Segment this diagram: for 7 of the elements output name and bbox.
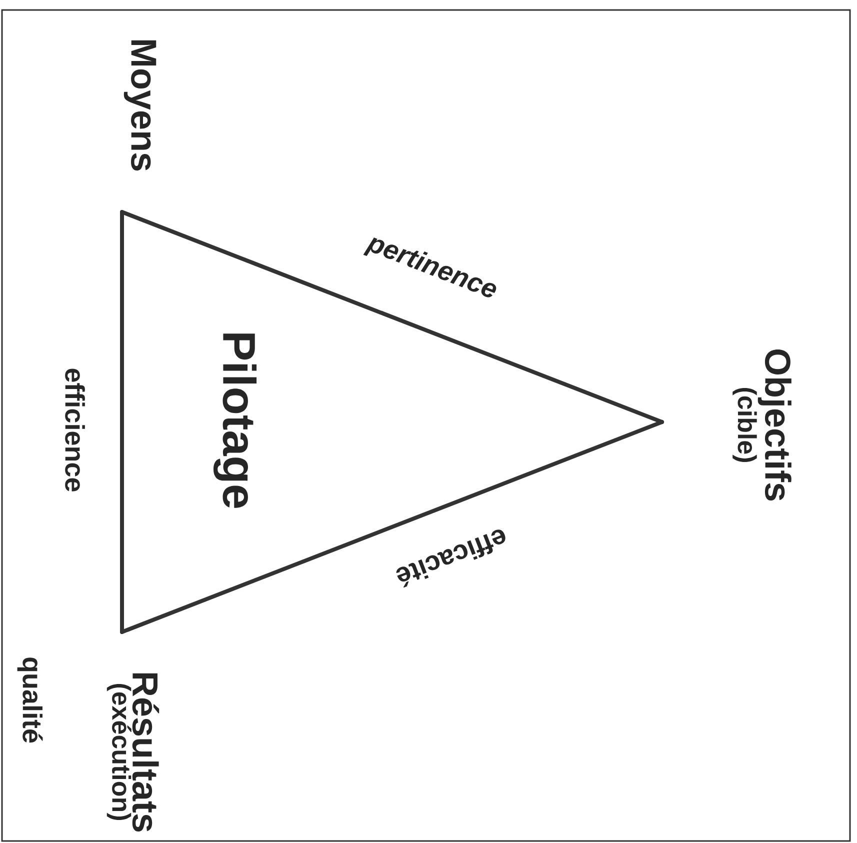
label: Pilotage <box>213 334 257 508</box>
vertex-label: Moyens <box>124 40 156 171</box>
vertex-label: Résultats (exécution) <box>106 673 160 832</box>
triangle-side <box>120 210 124 634</box>
label: qualité <box>17 658 43 743</box>
vertex-label: Objectifs (cible) <box>732 349 792 501</box>
edge-label: efficience <box>65 368 85 492</box>
